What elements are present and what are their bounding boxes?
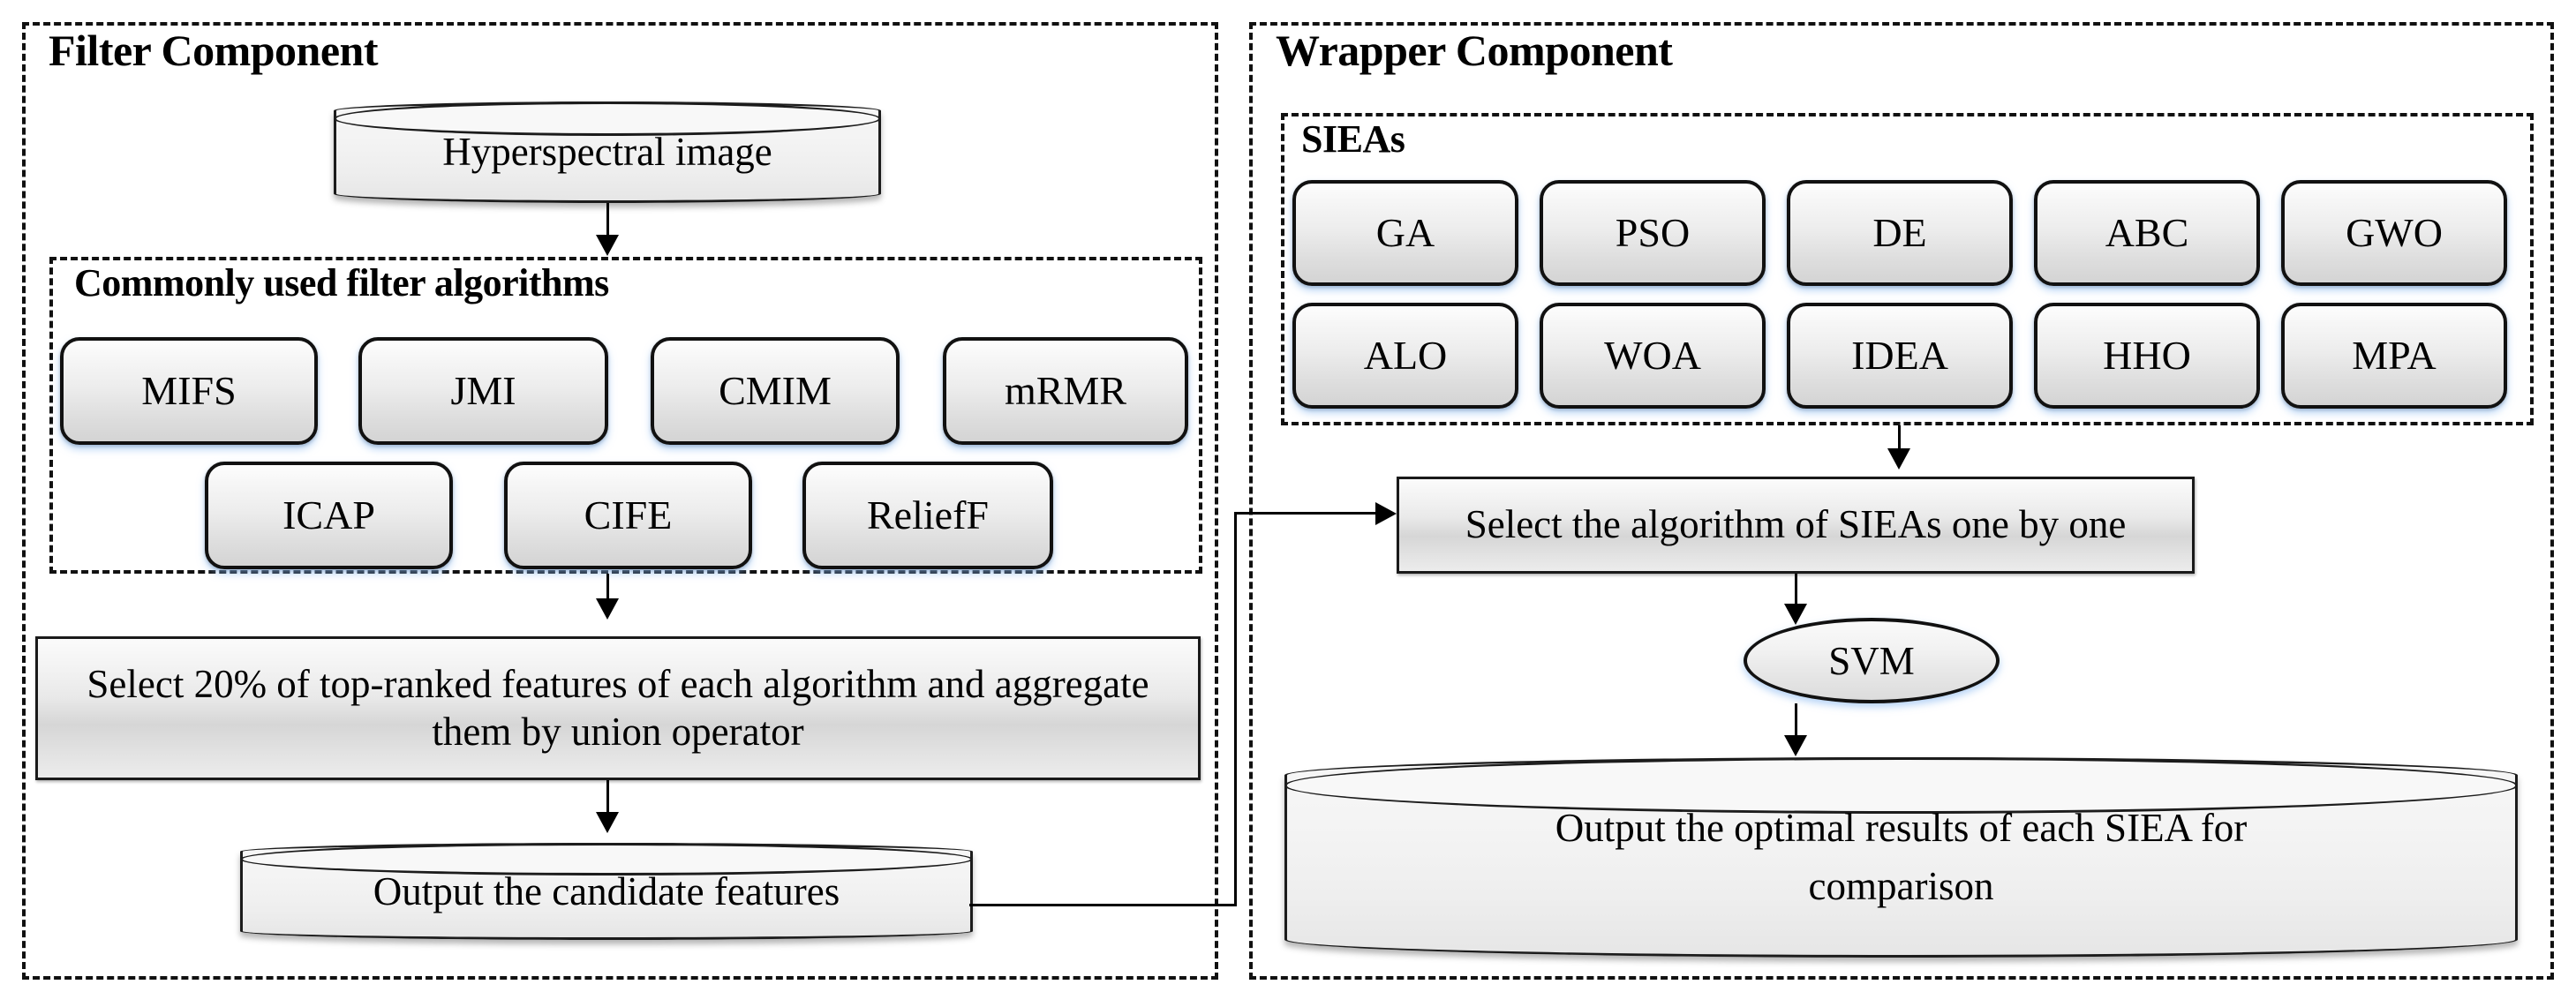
- wrapper-component-title: Wrapper Component: [1276, 26, 1673, 75]
- filter-component-panel: [22, 22, 1218, 980]
- sieas-panel: [1281, 113, 2534, 425]
- hyperspectral-image-store: Hyperspectral image: [334, 101, 881, 203]
- candidate-features-store: Output the candidate features: [240, 843, 973, 940]
- hyperspectral-image-label: Hyperspectral image: [442, 130, 772, 175]
- aggregate-features-label: Select 20% of top-ranked features of eac…: [87, 662, 1149, 754]
- filter-chip-jmi[interactable]: JMI: [358, 337, 608, 445]
- arrowhead-select-to-svm: [1784, 604, 1807, 625]
- wrapper-component-panel: [1249, 22, 2554, 980]
- siea-chip-woa[interactable]: WOA: [1540, 303, 1766, 409]
- filter-chip-mrmr[interactable]: mRMR: [943, 337, 1188, 445]
- svm-classifier-node[interactable]: SVM: [1744, 618, 2000, 703]
- filter-chip-mifs[interactable]: MIFS: [60, 337, 318, 445]
- filter-component-title: Filter Component: [49, 26, 378, 75]
- optimal-results-store: Output the optimal results of each SIEA …: [1284, 757, 2518, 958]
- arrowhead-filters-to-aggregate: [596, 598, 619, 620]
- select-algorithm-label: Select the algorithm of SIEAs one by one: [1465, 502, 2127, 547]
- arrowhead-aggregate-to-output: [596, 812, 619, 833]
- select-algorithm-box[interactable]: Select the algorithm of SIEAs one by one: [1397, 477, 2195, 574]
- arrowhead-sieas-to-select: [1887, 448, 1910, 470]
- siea-chip-abc[interactable]: ABC: [2034, 180, 2260, 286]
- connector-aggregate-to-output: [606, 780, 609, 824]
- filter-algorithms-panel: [49, 257, 1202, 574]
- siea-chip-alo[interactable]: ALO: [1292, 303, 1518, 409]
- filter-chip-relieff[interactable]: ReliefF: [802, 462, 1053, 569]
- filter-chip-cife[interactable]: CIFE: [504, 462, 752, 569]
- connector-sieas-to-select: [1898, 425, 1901, 461]
- cylinder-top-ellipse: [240, 843, 973, 876]
- connector-svm-to-output: [1795, 703, 1797, 749]
- connector-select-to-svm: [1795, 574, 1797, 618]
- arrowhead-candidate-to-select: [1375, 502, 1397, 525]
- siea-chip-mpa[interactable]: MPA: [2281, 303, 2507, 409]
- siea-chip-idea[interactable]: IDEA: [1787, 303, 2013, 409]
- connector-candidate-to-select-segment-top: [1234, 512, 1377, 515]
- filter-chip-cmim[interactable]: CMIM: [651, 337, 900, 445]
- connector-candidate-to-select-segment-bottom: [969, 904, 1237, 906]
- arrowhead-svm-to-output: [1784, 735, 1807, 756]
- siea-chip-hho[interactable]: HHO: [2034, 303, 2260, 409]
- cylinder-top-ellipse: [1284, 757, 2518, 814]
- cylinder-top-ellipse: [334, 101, 881, 137]
- filter-algorithms-title: Commonly used filter algorithms: [74, 261, 609, 304]
- optimal-results-label: Output the optimal results of each SIEA …: [1555, 806, 2248, 908]
- connector-filters-to-aggregate: [606, 574, 609, 611]
- connector-input-to-filters: [606, 203, 609, 245]
- filter-chip-icap[interactable]: ICAP: [205, 462, 453, 569]
- siea-chip-pso[interactable]: PSO: [1540, 180, 1766, 286]
- candidate-features-label: Output the candidate features: [373, 868, 840, 913]
- arrowhead-input-to-filters: [596, 235, 619, 256]
- siea-chip-de[interactable]: DE: [1787, 180, 2013, 286]
- siea-chip-gwo[interactable]: GWO: [2281, 180, 2507, 286]
- aggregate-features-box[interactable]: Select 20% of top-ranked features of eac…: [35, 636, 1201, 780]
- sieas-title: SIEAs: [1301, 117, 1405, 161]
- siea-chip-ga[interactable]: GA: [1292, 180, 1518, 286]
- connector-candidate-to-select-segment-vertical: [1234, 512, 1237, 906]
